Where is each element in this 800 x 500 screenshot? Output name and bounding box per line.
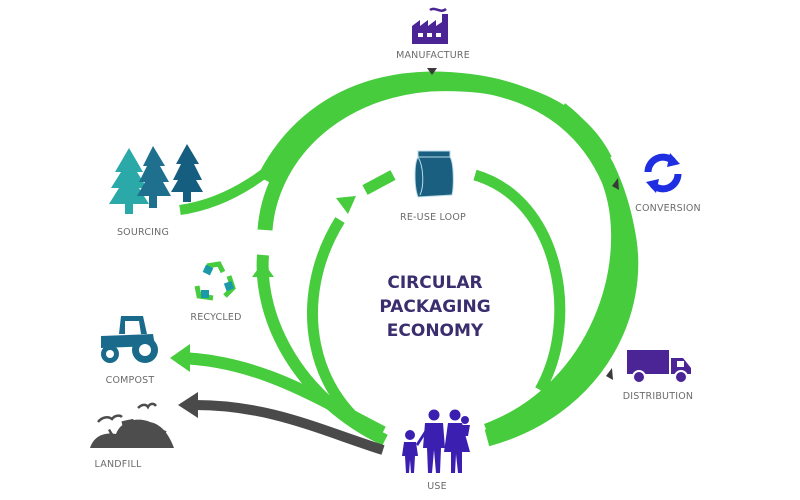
manufacture-marker (427, 68, 437, 75)
trees-icon (109, 144, 203, 214)
distribution-marker (606, 368, 613, 380)
package-bag-icon (414, 150, 454, 198)
reuse-arc-right (473, 169, 566, 393)
conversion-marker (612, 178, 619, 190)
factory-icon (412, 7, 448, 44)
compost-flow (177, 352, 386, 438)
compost-label: COMPOST (105, 375, 155, 386)
recycled-label: RECYCLED (190, 312, 242, 323)
refresh-cycle-icon (644, 153, 682, 193)
landfill-label: LANDFILL (94, 459, 142, 470)
truck-icon (627, 350, 691, 384)
conversion-label: CONVERSION (635, 203, 701, 214)
diagram-title: CIRCULAR PACKAGING ECONOMY (379, 271, 490, 343)
landfill-icon (90, 402, 174, 448)
sourcing-label: SOURCING (116, 227, 170, 238)
manufacture-label: MANUFACTURE (396, 50, 470, 61)
recycled-arrowhead (252, 262, 274, 277)
reuse-arrowhead (336, 196, 356, 214)
title-line-1: CIRCULAR (387, 273, 483, 293)
use-label: USE (427, 481, 447, 492)
reuse-dash (362, 170, 396, 195)
title-line-3: ECONOMY (386, 321, 484, 341)
family-icon (402, 409, 470, 473)
landfill-arrowhead (178, 392, 198, 418)
landfill-flow (194, 400, 385, 455)
tractor-icon (101, 316, 158, 363)
recycle-icon (194, 261, 236, 301)
reuse-loop-label: RE-USE LOOP (400, 212, 466, 223)
main-loop-top (257, 76, 612, 231)
distribution-label: DISTRIBUTION (622, 391, 694, 402)
title-line-2: PACKAGING (379, 297, 491, 317)
compost-arrowhead (170, 344, 190, 372)
